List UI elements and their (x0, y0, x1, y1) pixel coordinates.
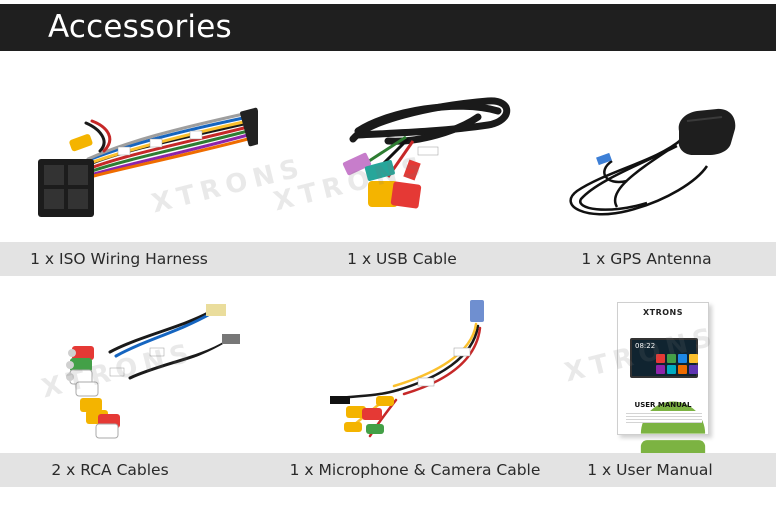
caption-rca-cables: 2 x RCA Cables (51, 461, 169, 479)
app-tile-icon (667, 354, 676, 363)
caption-iso-wiring-harness: 1 x ISO Wiring Harness (30, 250, 208, 268)
caption-usb-cable: 1 x USB Cable (347, 250, 457, 268)
caption-bar-row-1: 1 x ISO Wiring Harness 1 x USB Cable 1 x… (0, 242, 776, 276)
app-tile-icon (678, 354, 687, 363)
user-manual-booklet: XTRONS 08:22 USER MANUAL (617, 302, 709, 486)
app-tile-icon (678, 365, 687, 374)
accessories-row-2: XTRONS (0, 278, 776, 511)
iso-wiring-harness-icon: XTRONS (0, 51, 308, 240)
accessory-rca-cables: XTRONS (0, 278, 258, 511)
page-title: Accessories (48, 9, 232, 45)
accessory-usb-cable: XTRONS (258, 51, 517, 276)
accessory-iso-wiring-harness: XTRONS (0, 51, 308, 276)
accessory-microphone-camera-cable (258, 278, 517, 511)
app-tile-icon (689, 354, 698, 363)
caption-bar-row-2: 2 x RCA Cables 1 x Microphone & Camera C… (0, 453, 776, 487)
header-bar: Accessories (0, 4, 776, 51)
manual-text-lines (626, 411, 702, 423)
rca-cables-icon: XTRONS (0, 278, 258, 450)
app-tile-icon (667, 365, 676, 374)
manual-clock: 08:22 (635, 342, 656, 350)
accessory-gps-antenna (517, 51, 776, 276)
app-tile-icon (656, 365, 665, 374)
usb-cable-icon: XTRONS (258, 51, 517, 240)
caption-gps-antenna: 1 x GPS Antenna (581, 250, 712, 268)
manual-screen-image: 08:22 (630, 338, 698, 378)
gps-antenna-icon (517, 51, 776, 240)
manual-brand: XTRONS (642, 308, 684, 317)
caption-user-manual: 1 x User Manual (587, 461, 713, 479)
accessories-row-1: XTRONS (0, 51, 776, 276)
app-tile-icon (689, 365, 698, 374)
user-manual-icon: XTRONS 08:22 USER MANUAL (517, 278, 776, 486)
manual-title: USER MANUAL (634, 401, 692, 409)
microphone-camera-cable-icon (258, 278, 517, 450)
caption-microphone-camera-cable: 1 x Microphone & Camera Cable (289, 461, 541, 479)
app-tile-icon (656, 354, 665, 363)
